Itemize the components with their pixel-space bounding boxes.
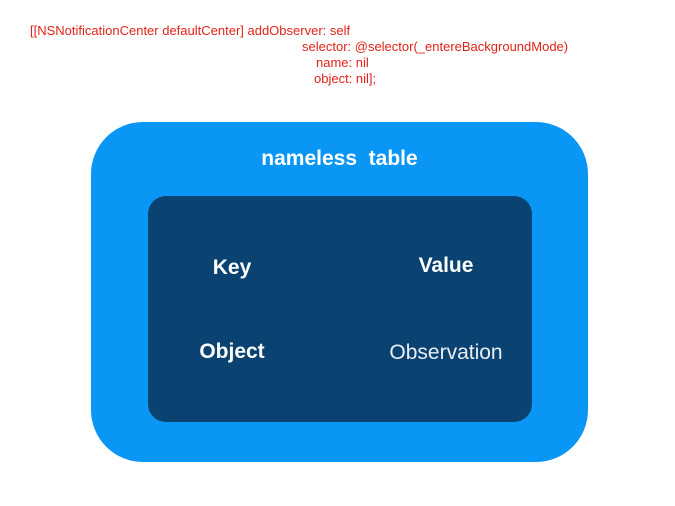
- key-value-table: Key Value Object Observation: [148, 196, 532, 422]
- key-cell-object: Object: [199, 340, 265, 363]
- code-line-add-observer: [[NSNotificationCenter defaultCenter] ad…: [30, 23, 351, 38]
- code-line-selector: selector: @selector(_entereBackgroundMod…: [302, 39, 569, 54]
- code-line-object: object: nil];: [314, 71, 377, 86]
- key-column-header: Key: [212, 256, 252, 279]
- value-column-header: Value: [418, 254, 474, 277]
- nameless-table-title: nameless table: [261, 147, 418, 170]
- nameless-table-container: nameless table Key Value Object Observat…: [91, 122, 588, 462]
- value-cell-observation: Observation: [389, 341, 503, 364]
- code-line-name: name: nil: [316, 55, 369, 70]
